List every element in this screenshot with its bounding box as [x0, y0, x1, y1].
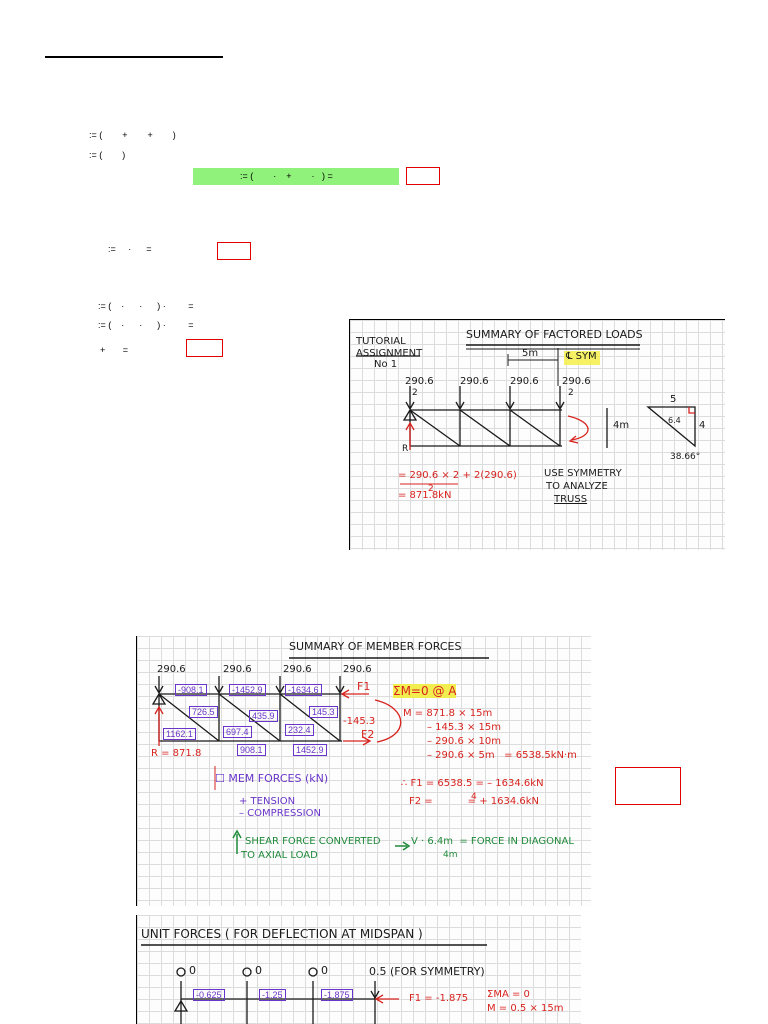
angle-label: 38.66°: [670, 452, 701, 462]
mf-load-4: 290.6: [343, 664, 372, 675]
reaction-calc-1: = 290.6 × 2 + 2(290.6): [398, 470, 517, 481]
tutorial-tag-3: No 1: [374, 359, 398, 370]
symmetry-note-2: TO ANALYZE: [546, 481, 608, 492]
equation-line-5: := ( · · ) · =: [98, 301, 194, 311]
mf-load-3: 290.6: [283, 664, 312, 675]
shear-note-2: TO AXIAL LOAD: [241, 850, 318, 861]
shear-denominator: 4m: [443, 850, 458, 860]
legend-member-forces: ☐ MEM FORCES (kN): [215, 772, 329, 785]
result-box-3: [186, 339, 223, 357]
member-forces-title: SUMMARY OF MEMBER FORCES: [289, 640, 462, 653]
tutorial-tag-1: TUTORIAL: [356, 336, 406, 347]
triangle-hyp: 6.4: [668, 416, 681, 425]
top-force-1: -908.1: [175, 684, 207, 696]
diagonal-force-3: 232.4: [285, 724, 314, 736]
equation-line-7: + =: [100, 345, 129, 355]
unit-forces-title: UNIT FORCES ( FOR DEFLECTION AT MIDSPAN …: [141, 927, 423, 941]
f1-denominator: 4: [471, 792, 477, 802]
highlighted-equation: := ( · + · ) =: [193, 168, 399, 185]
unit-moment-title: ΣMA = 0: [487, 989, 530, 1000]
result-box-2: [217, 242, 251, 260]
equation-line-6: := ( · · ) · =: [98, 320, 194, 330]
symmetry-note-3: TRUSS: [554, 494, 588, 505]
legend-compression: – COMPRESSION: [239, 808, 321, 819]
result-box-4: [615, 767, 681, 805]
equation-line-3: := ( · + · ) =: [240, 171, 333, 181]
unit-load-1: 0: [189, 964, 196, 977]
span-label: 5m: [522, 348, 539, 359]
vertical-force-2: 435.9: [249, 710, 278, 722]
heading-underline: [45, 56, 223, 58]
symmetry-note-1: USE SYMMETRY: [544, 468, 622, 479]
moment-line-4: – 290.6 × 5m = 6538.5kN·m: [427, 750, 577, 761]
f1-result: ∴ F1 = 6538.5 = – 1634.6kN: [401, 778, 544, 789]
load-label-3: 290.6: [510, 376, 539, 387]
load-half-4: 2: [568, 388, 574, 398]
mf-reaction: R = 871.8: [151, 748, 202, 759]
symmetry-label: ℄ SYM: [566, 351, 597, 362]
load-half-1: 2: [412, 388, 418, 398]
result-box-1: [406, 167, 440, 185]
mf-load-1: 290.6: [157, 664, 186, 675]
factored-loads-title: SUMMARY OF FACTORED LOADS: [466, 328, 643, 341]
moment-line-3: – 290.6 × 10m: [427, 736, 502, 747]
unit-f1: F1 = -1.875: [409, 993, 469, 1004]
f2-result: F2 = = + 1634.6kN: [409, 796, 540, 807]
member-forces-sketch: SUMMARY OF MEMBER FORCES 290.6 290.6 290…: [136, 636, 591, 906]
shear-equation: V · 6.4m = FORCE IN DIAGONAL: [411, 836, 574, 847]
unit-moment-line: M = 0.5 × 15m: [487, 1003, 564, 1014]
unit-load-4: 0.5 (FOR SYMMETRY): [369, 965, 485, 978]
vertical-force-3: 145.3: [309, 706, 338, 718]
unit-forces-sketch: UNIT FORCES ( FOR DEFLECTION AT MIDSPAN …: [136, 915, 581, 1024]
height-label: 4m: [613, 420, 630, 431]
diagonal-force-1: 1162.1: [163, 728, 196, 740]
unit-top-force-3: -1.875: [321, 989, 353, 1001]
triangle-side-5: 5: [670, 394, 677, 405]
equation-line-1: := ( + + ): [89, 130, 176, 140]
triangle-side-4: 4: [699, 420, 706, 431]
factored-loads-drawing: [356, 344, 696, 485]
unit-top-force-2: -1.25: [259, 989, 286, 1001]
load-label-4: 290.6: [562, 376, 591, 387]
member-forces-drawing: [151, 657, 489, 854]
f2-label: F2: [361, 728, 375, 741]
load-label-2: 290.6: [460, 376, 489, 387]
diagonal-force-2: 697.4: [223, 726, 252, 738]
bottom-force-1: 908.1: [237, 744, 266, 756]
unit-top-force-1: -0.625: [193, 989, 225, 1001]
top-force-3: -1634.6: [285, 684, 322, 696]
f1-label: F1: [357, 680, 371, 693]
top-force-2: -1452.9: [229, 684, 266, 696]
moment-line-1: M = 871.8 × 15m: [403, 708, 493, 719]
reaction-calc-2: = 871.8kN: [398, 490, 452, 501]
right-vertical-force: -145.3: [343, 716, 376, 727]
unit-forces-drawing: [141, 944, 487, 1024]
bottom-force-2: 1452.9: [293, 744, 327, 756]
mf-load-2: 290.6: [223, 664, 252, 675]
vertical-force-1: 726.5: [189, 706, 218, 718]
load-label-1: 290.6: [405, 376, 434, 387]
reaction-calc-half: 2: [428, 484, 434, 494]
shear-note-1: SHEAR FORCE CONVERTED: [245, 836, 381, 847]
unit-load-3: 0: [321, 964, 328, 977]
moment-line-2: – 145.3 × 15m: [427, 722, 502, 733]
reaction-label: R: [402, 444, 409, 454]
moment-about-a: ΣM=0 @ A: [393, 684, 457, 698]
factored-loads-sketch: SUMMARY OF FACTORED LOADS TUTORIAL ASSIG…: [349, 319, 725, 550]
tutorial-tag-2: ASSIGNMENT: [356, 348, 423, 359]
equation-line-4: := · =: [108, 244, 152, 254]
legend-tension: + TENSION: [239, 796, 296, 807]
unit-load-2: 0: [255, 964, 262, 977]
equation-line-2: := ( ): [89, 150, 126, 160]
